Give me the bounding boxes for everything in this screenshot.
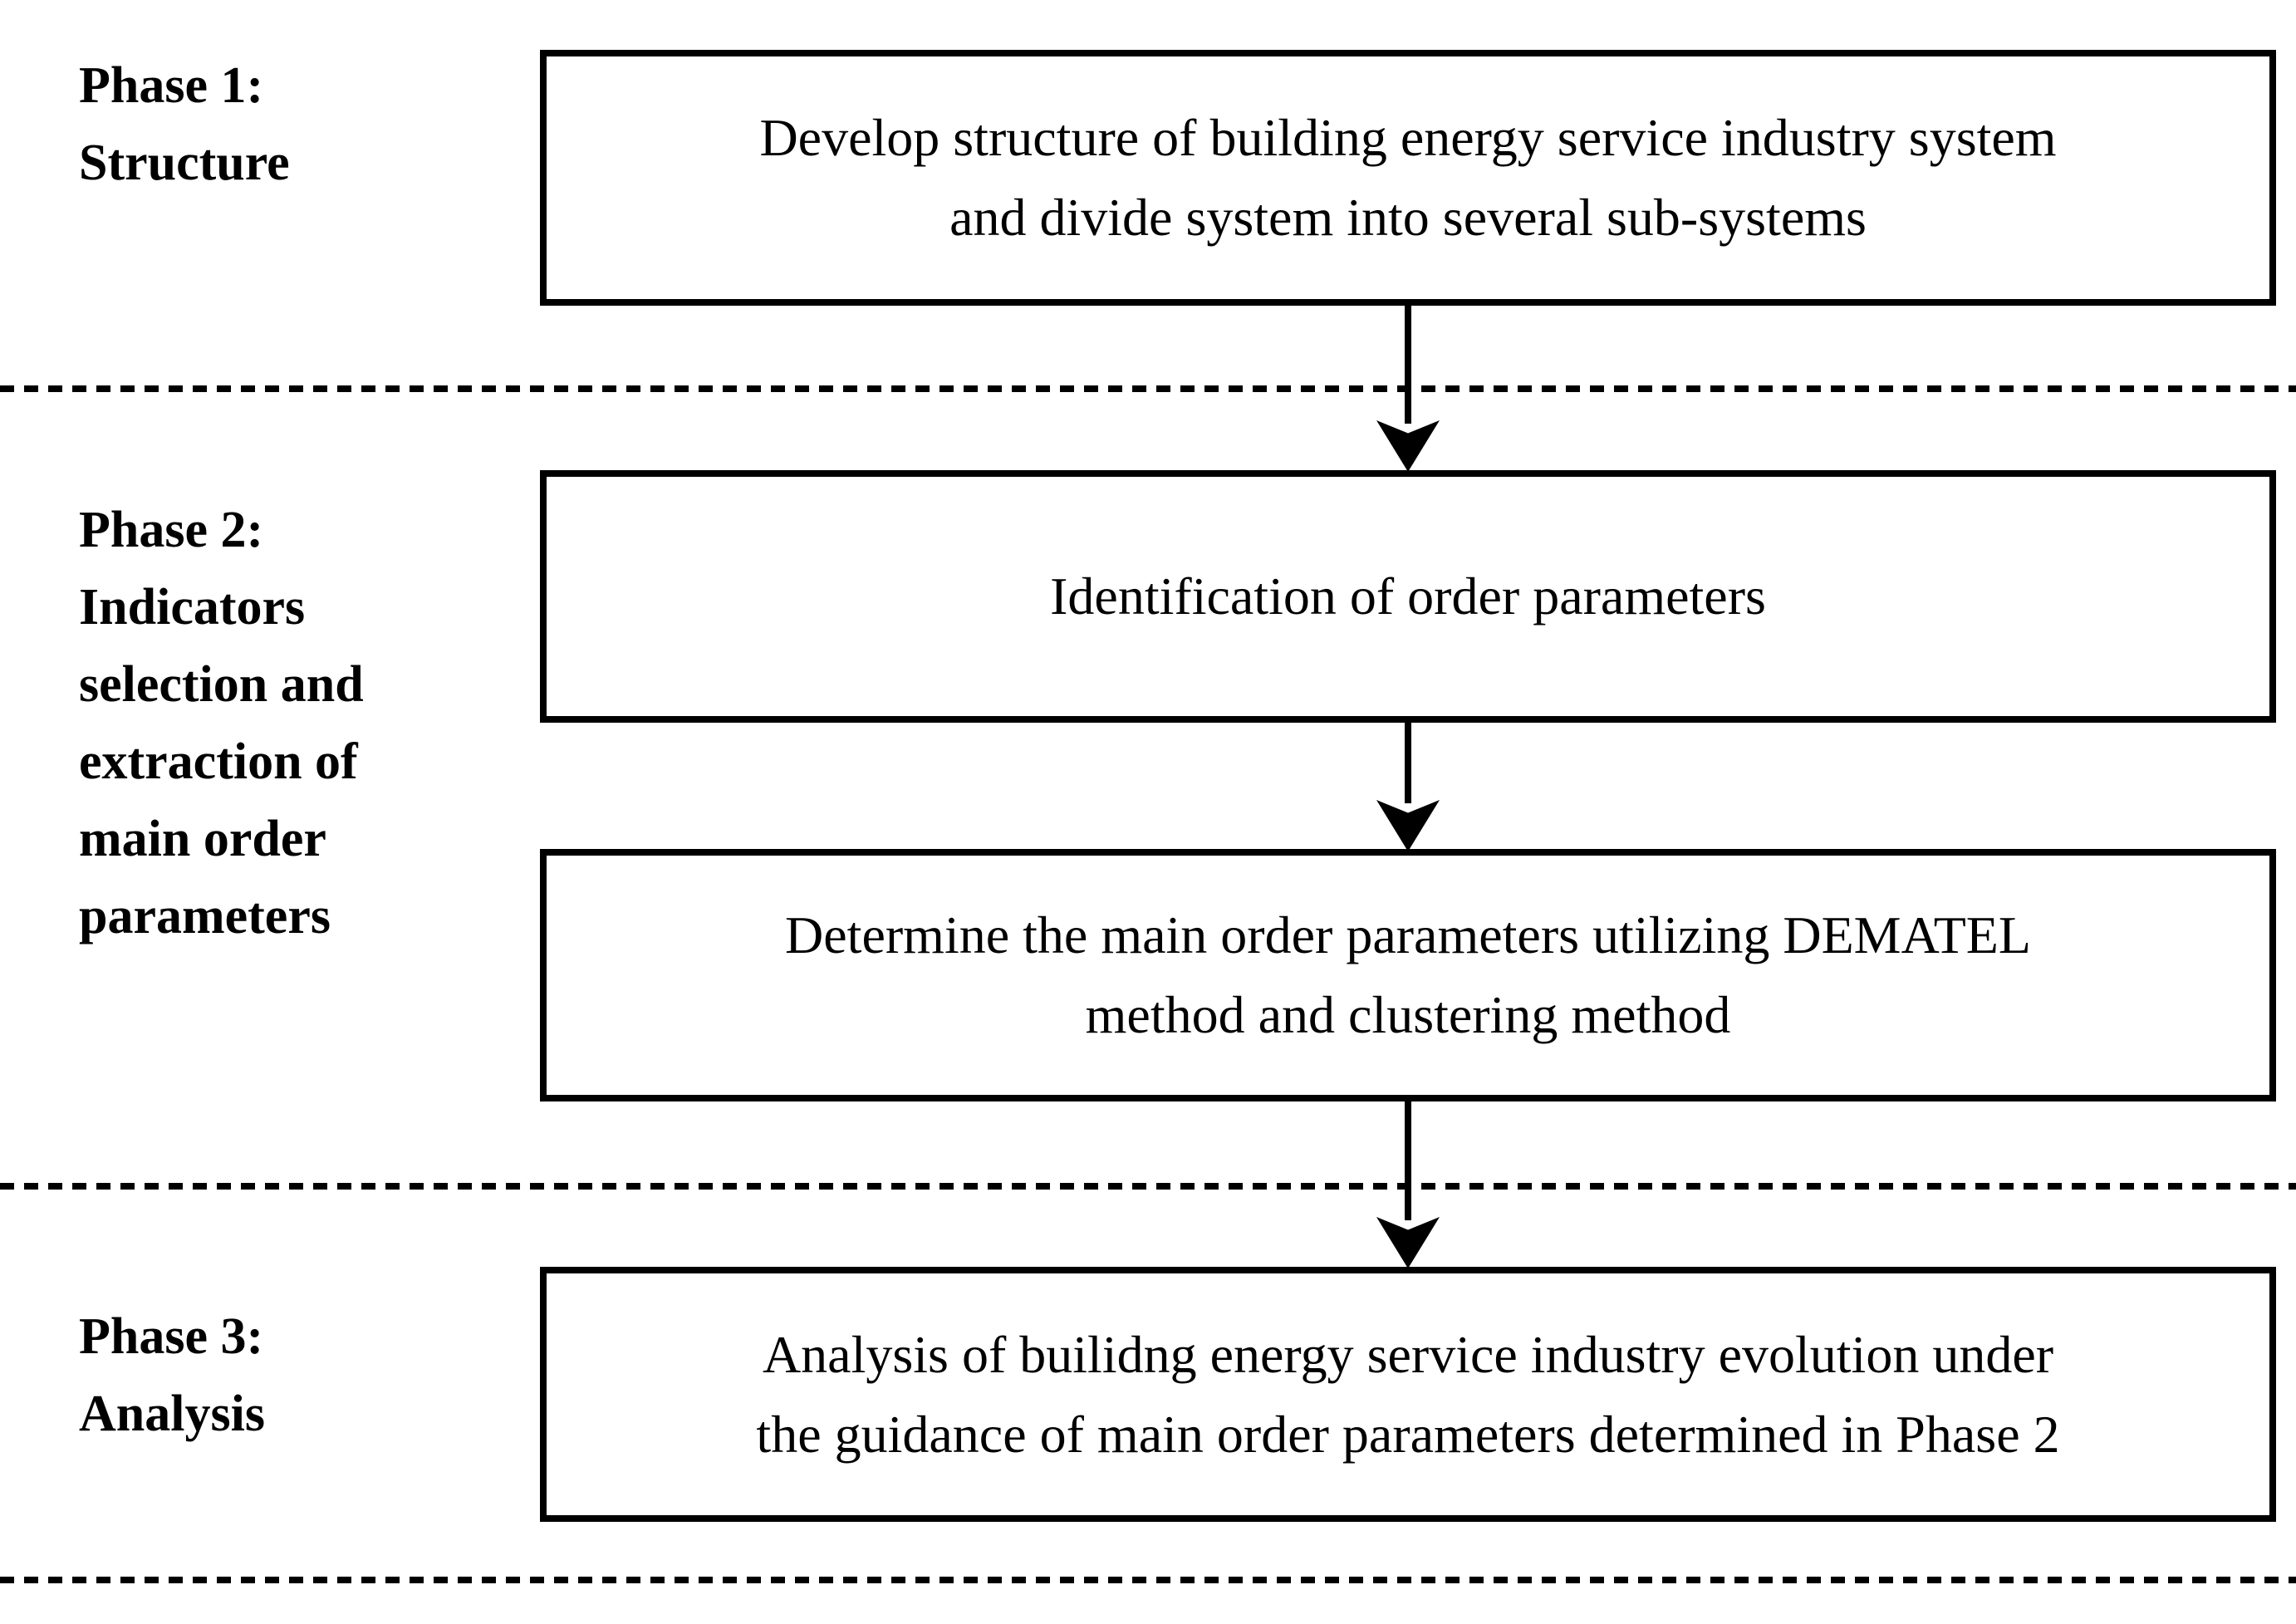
phase-separator-1 xyxy=(0,385,2296,392)
arrow-stem xyxy=(1405,1099,1411,1220)
identification-order-parameters-box: Identification of order parameters xyxy=(540,470,2276,723)
arrow-box3-to-box4 xyxy=(1376,1099,1440,1268)
phase-separator-2 xyxy=(0,1183,2296,1190)
arrow-down-icon xyxy=(1376,1217,1440,1268)
arrow-box2-to-box3 xyxy=(1376,721,1440,851)
arrow-stem xyxy=(1405,721,1411,803)
develop-structure-box-text: Develop structure of building energy ser… xyxy=(759,108,2057,247)
phase-3-label: Phase 3: Analysis xyxy=(79,1308,265,1442)
arrow-down-icon xyxy=(1376,800,1440,851)
arrow-down-icon xyxy=(1376,420,1440,472)
determine-main-order-parameters-box-text: Determine the main order parameters util… xyxy=(785,905,2031,1044)
develop-structure-box: Develop structure of building energy ser… xyxy=(540,50,2276,306)
analysis-evolution-box: Analysis of builidng energy service indu… xyxy=(540,1267,2276,1522)
arrow-box1-to-box2 xyxy=(1376,304,1440,472)
analysis-evolution-box-text: Analysis of builidng energy service indu… xyxy=(756,1324,2060,1464)
arrow-stem xyxy=(1405,304,1411,424)
phase-separator-3 xyxy=(0,1577,2296,1583)
determine-main-order-parameters-box: Determine the main order parameters util… xyxy=(540,849,2276,1101)
phase-2-label: Phase 2: Indicators selection and extrac… xyxy=(79,502,364,944)
identification-order-parameters-box-text: Identification of order parameters xyxy=(1050,567,1766,626)
phase-1-label: Phase 1: Structure xyxy=(79,57,290,191)
